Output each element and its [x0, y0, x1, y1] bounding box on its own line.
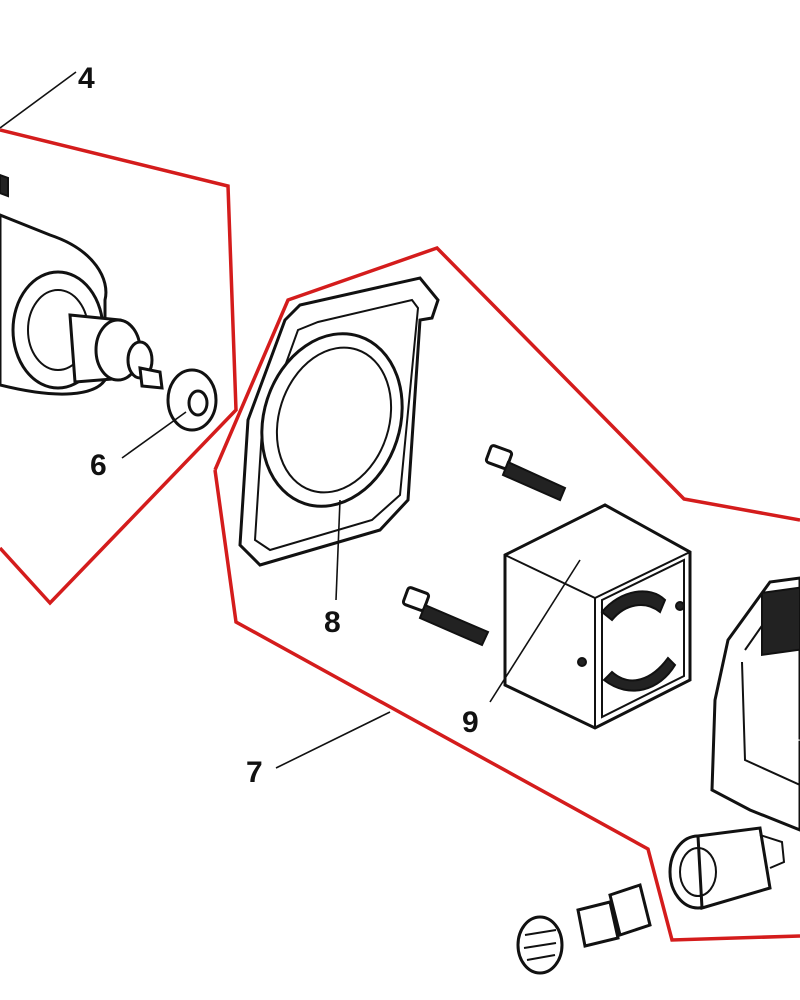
leader-4: [0, 71, 77, 129]
callout-6: 6: [90, 449, 107, 482]
screw-top: [484, 444, 567, 502]
leader-9: [489, 559, 581, 703]
square-housing-part: [503, 503, 692, 730]
cover-part: YA: [710, 576, 800, 832]
group-outline-right: [213, 245, 800, 522]
leader-7: [275, 711, 391, 769]
cylindrical-part: [668, 826, 786, 910]
knob-part: [516, 915, 564, 975]
washer-part: [166, 368, 218, 432]
motor-part: [0, 173, 164, 396]
callout-8: 8: [324, 606, 341, 639]
leader-8: [335, 499, 341, 601]
gasket-plate-part: [238, 276, 440, 567]
group-outline-bottom: [213, 469, 800, 942]
connector-part: [576, 883, 652, 948]
callout-7: 7: [246, 756, 263, 789]
group-outline-left: [0, 128, 238, 606]
logo-text: YA: [765, 721, 800, 751]
leader-6: [121, 411, 187, 459]
screw-bottom: [401, 586, 490, 647]
callout-9: 9: [462, 706, 479, 739]
callout-4: 4: [78, 62, 95, 95]
